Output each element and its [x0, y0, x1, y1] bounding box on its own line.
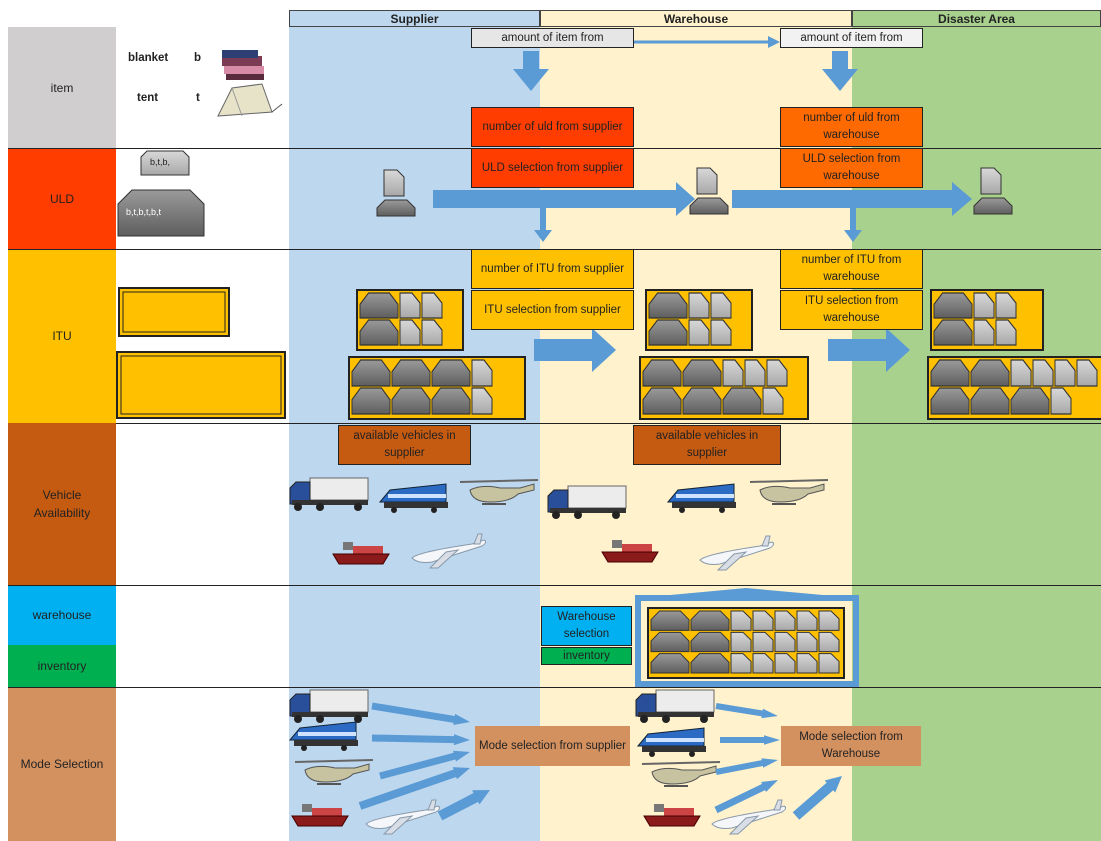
- ship-icon: [601, 539, 659, 563]
- helicopter-icon: [641, 761, 721, 787]
- itu-selection-from-warehouse-box: ITU selection from warehouse: [780, 290, 923, 330]
- itu-selection-from-supplier-box: ITU selection from supplier: [471, 290, 634, 330]
- truck-icon: [635, 689, 715, 724]
- right-arrow: [732, 182, 972, 216]
- row-label-mode-selection: Mode Selection: [8, 687, 116, 841]
- row-label-itu: ITU: [8, 249, 116, 423]
- row-divider: [116, 423, 1101, 424]
- mode-arrow: [720, 735, 780, 745]
- warehouse-building-icon: [635, 588, 859, 687]
- warehouse-selection-box: Warehouse selection: [541, 606, 632, 646]
- number-of-itu-from-warehouse-box: number of ITU from warehouse: [780, 249, 923, 289]
- ship-icon: [291, 803, 349, 827]
- uld-selection-from-warehouse-box: ULD selection from warehouse: [780, 148, 923, 188]
- helicopter-icon: [459, 479, 539, 505]
- helicopter-icon: [749, 479, 829, 505]
- legend-blanket-name: blanket: [128, 52, 169, 64]
- train-icon: [637, 727, 707, 758]
- connector-arrow: [634, 36, 780, 48]
- mode-arrow: [715, 703, 778, 719]
- row-divider: [8, 585, 1101, 586]
- itu-container-icon: [348, 356, 526, 420]
- right-arrow: [534, 328, 616, 372]
- train-icon: [289, 721, 359, 752]
- inventory-box: inventory: [541, 647, 632, 665]
- airplane-icon: [699, 535, 775, 571]
- right-arrow: [433, 182, 695, 216]
- down-arrow: [822, 51, 858, 91]
- row-label-vehicle-availability: Vehicle Availability: [8, 423, 116, 585]
- itu-legend-small-icon: [118, 287, 230, 337]
- row-divider: [8, 687, 1101, 688]
- number-of-uld-from-warehouse-box: number of uld from warehouse: [780, 107, 923, 147]
- itu-container-icon: [356, 289, 464, 351]
- truck-icon: [289, 689, 369, 724]
- uld-container-icon: [689, 167, 729, 215]
- number-of-itu-from-supplier-box: number of ITU from supplier: [471, 249, 634, 289]
- tent-icon: [217, 83, 283, 117]
- mode-arrow: [379, 750, 470, 780]
- legend-tent-name: tent: [137, 92, 159, 104]
- row-label-uld: ULD: [8, 148, 116, 249]
- amount-of-item-from-warehouse-box: amount of item from: [780, 28, 923, 48]
- mode-selection-from-warehouse-box: Mode selection from Warehouse: [781, 726, 921, 766]
- uld-legend-large-icon: [117, 189, 205, 237]
- uld-legend-small-icon: [140, 150, 190, 176]
- itu-container-icon: [639, 356, 809, 420]
- itu-container-icon: [930, 289, 1044, 351]
- number-of-uld-from-supplier-box: number of uld from supplier: [471, 107, 634, 147]
- row-label-inventory: inventory: [8, 645, 116, 687]
- mode-arrow: [358, 767, 470, 810]
- train-icon: [667, 483, 737, 514]
- itu-container-icon: [647, 607, 845, 679]
- uld-container-icon: [973, 167, 1013, 215]
- column-header-warehouse: Warehouse: [540, 10, 852, 27]
- itu-legend-large-icon: [116, 351, 286, 419]
- mode-arrow: [715, 758, 778, 775]
- amount-of-item-from-supplier-box: amount of item from: [471, 28, 634, 48]
- airplane-icon: [411, 533, 487, 569]
- down-arrow: [844, 208, 862, 242]
- truck-icon: [547, 485, 627, 520]
- down-arrow: [534, 208, 552, 242]
- blanket-icon: [222, 50, 264, 80]
- column-header-disaster-area: Disaster Area: [852, 10, 1101, 27]
- legend-tent-code: t: [196, 92, 200, 104]
- train-icon: [379, 483, 449, 514]
- itu-container-icon: [645, 289, 753, 351]
- available-vehicles-supplier-box: available vehicles in supplier: [338, 425, 471, 465]
- mode-arrow: [714, 780, 778, 814]
- mode-selection-from-supplier-box: Mode selection from supplier: [475, 726, 630, 766]
- uld-container-icon: [376, 169, 416, 217]
- truck-icon: [289, 477, 369, 512]
- right-arrow: [828, 328, 910, 372]
- airplane-icon: [365, 799, 441, 835]
- mode-arrow: [792, 776, 842, 820]
- legend-blanket-code: b: [194, 52, 202, 64]
- ship-icon: [643, 803, 701, 827]
- itu-container-icon: [927, 356, 1101, 420]
- uld-legend-small-label: b,t,b,: [150, 157, 171, 167]
- column-header-supplier: Supplier: [289, 10, 540, 27]
- uld-selection-from-supplier-box: ULD selection from supplier: [471, 148, 634, 188]
- mode-arrow: [437, 790, 490, 821]
- uld-legend-large-label: b,t,b,t,b,t: [126, 207, 162, 217]
- ship-icon: [332, 541, 390, 565]
- row-label-item: item: [8, 27, 116, 148]
- mode-arrow: [371, 734, 470, 746]
- available-vehicles-warehouse-box: available vehicles in supplier: [633, 425, 781, 465]
- row-label-warehouse: warehouse: [8, 585, 116, 645]
- helicopter-icon: [294, 759, 374, 785]
- down-arrow: [513, 51, 549, 91]
- mode-arrow: [371, 702, 470, 725]
